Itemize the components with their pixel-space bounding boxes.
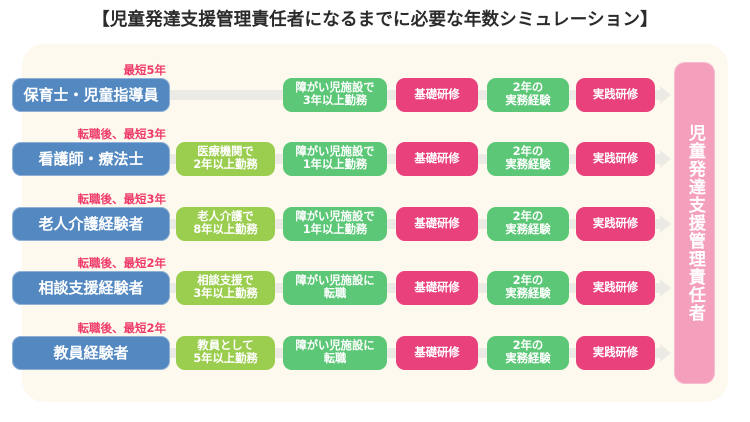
connector-arrow [170, 348, 176, 358]
connector-arrow [170, 90, 283, 100]
step-box: 2年の 実務経験 [487, 207, 569, 241]
connector-arrow [655, 154, 660, 164]
connector-arrow [387, 154, 396, 164]
arrow-head-icon [660, 150, 671, 168]
step-box: 実践研修 [576, 271, 655, 305]
connector-arrow [275, 219, 283, 229]
connector-arrow [275, 348, 283, 358]
role-box: 老人介護経験者 [12, 207, 170, 241]
connector-arrow [655, 219, 660, 229]
step-box: 2年の 実務経験 [487, 142, 569, 176]
step-box: 障がい児施設で 1年以上勤務 [283, 142, 387, 176]
step-box: 実践研修 [576, 78, 655, 112]
step-box: 障がい児施設で 3年以上勤務 [283, 78, 387, 112]
row-duration-caption: 転職後、最短2年 [77, 256, 166, 270]
step-box: 2年の 実務経験 [487, 78, 569, 112]
step-box: 相談支援で 3年以上勤務 [176, 271, 275, 305]
connector-arrow [569, 348, 576, 358]
connector-arrow [478, 283, 487, 293]
step-box: 実践研修 [576, 142, 655, 176]
connector-arrow [569, 90, 576, 100]
goal-box-child-development-support-manager: 児童発達支援管理責任者 [674, 62, 715, 384]
connector-arrow [170, 219, 176, 229]
role-box: 教員経験者 [12, 336, 170, 370]
row-duration-caption: 転職後、最短3年 [77, 192, 166, 206]
connector-arrow [275, 154, 283, 164]
connector-arrow [170, 154, 176, 164]
step-box: 2年の 実務経験 [487, 336, 569, 370]
step-box: 2年の 実務経験 [487, 271, 569, 305]
row-duration-caption: 最短5年 [123, 63, 166, 77]
connector-arrow [569, 154, 576, 164]
connector-arrow [387, 219, 396, 229]
connector-arrow [478, 90, 487, 100]
step-box: 基礎研修 [396, 142, 478, 176]
page-title: 【児童発達支援管理責任者になるまでに必要な年数シミュレーション】 [92, 10, 658, 30]
step-box: 障がい児施設に 転職 [283, 336, 387, 370]
connector-arrow [478, 154, 487, 164]
row-duration-caption: 転職後、最短2年 [77, 321, 166, 335]
step-box: 老人介護で 8年以上勤務 [176, 207, 275, 241]
connector-arrow [569, 219, 576, 229]
step-box: 障がい児施設に 転職 [283, 271, 387, 305]
role-box: 看護師・療法士 [12, 142, 170, 176]
role-box: 保育士・児童指導員 [12, 78, 170, 112]
role-box: 相談支援経験者 [12, 271, 170, 305]
connector-arrow [569, 283, 576, 293]
step-box: 基礎研修 [396, 207, 478, 241]
row-duration-caption: 転職後、最短3年 [77, 127, 166, 141]
connector-arrow [655, 90, 660, 100]
connector-arrow [275, 283, 283, 293]
connector-arrow [387, 348, 396, 358]
connector-arrow [655, 348, 660, 358]
step-box: 基礎研修 [396, 78, 478, 112]
step-box: 教員として 5年以上勤務 [176, 336, 275, 370]
step-box: 医療機関で 2年以上勤務 [176, 142, 275, 176]
connector-arrow [170, 283, 176, 293]
step-box: 障がい児施設で 1年以上勤務 [283, 207, 387, 241]
connector-arrow [655, 283, 660, 293]
connector-arrow [478, 219, 487, 229]
step-box: 基礎研修 [396, 271, 478, 305]
arrow-head-icon [660, 215, 671, 233]
connector-arrow [387, 283, 396, 293]
connector-arrow [387, 90, 396, 100]
arrow-head-icon [660, 86, 671, 104]
arrow-head-icon [660, 279, 671, 297]
step-box: 実践研修 [576, 207, 655, 241]
step-box: 実践研修 [576, 336, 655, 370]
step-box: 基礎研修 [396, 336, 478, 370]
arrow-head-icon [660, 344, 671, 362]
connector-arrow [478, 348, 487, 358]
